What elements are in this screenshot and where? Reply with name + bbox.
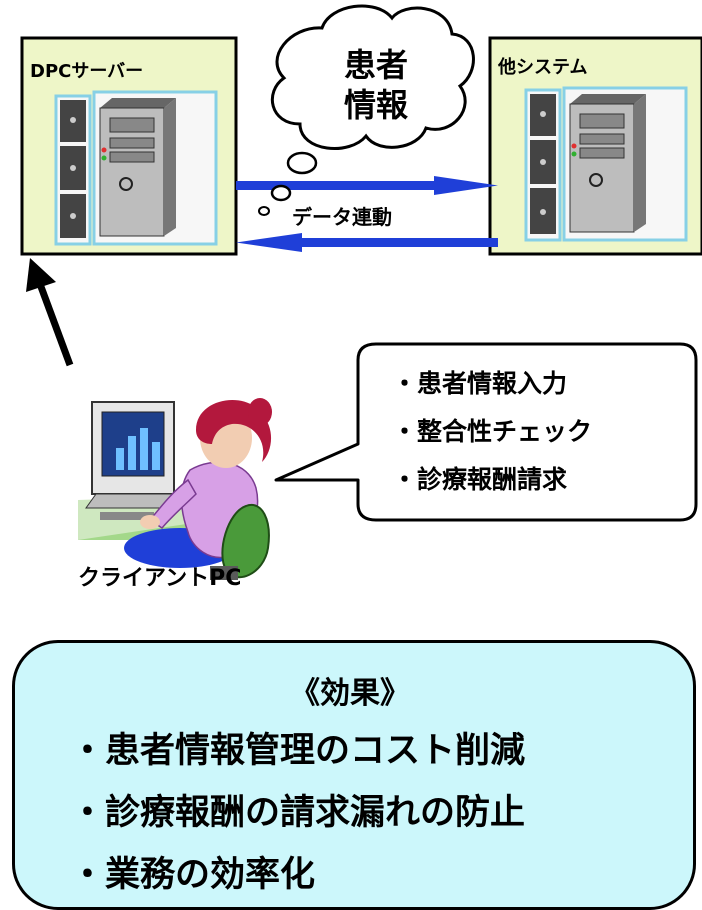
- effect-item: ・業務の効率化: [70, 855, 316, 895]
- server-icon: [54, 90, 218, 246]
- cloud-text-line1: 患者: [344, 46, 409, 84]
- arrow-right-icon: [236, 176, 498, 195]
- speech-bubble: [274, 342, 698, 522]
- cloud-text-line2: 情報: [344, 86, 409, 124]
- server-icon: [524, 86, 688, 242]
- client-pc-label: クライアントPC: [78, 566, 242, 591]
- effect-item: ・患者情報管理のコスト削減: [70, 731, 526, 771]
- dpc-server-label: DPCサーバー: [30, 61, 144, 82]
- arrow-up-icon: [26, 258, 74, 367]
- data-link-label: データ連動: [292, 205, 392, 229]
- task-item: ・診療報酬請求: [392, 465, 568, 494]
- task-item: ・患者情報入力: [392, 369, 568, 398]
- arrow-left-icon: [236, 233, 498, 252]
- thought-cloud-icon: [258, 4, 475, 216]
- effects-panel: [12, 640, 696, 910]
- other-system-label: 他システム: [498, 57, 588, 78]
- effects-heading: 《効果》: [290, 676, 410, 711]
- task-item: ・整合性チェック: [392, 417, 593, 446]
- client-pc-icon: [78, 398, 272, 580]
- effect-item: ・診療報酬の請求漏れの防止: [70, 793, 526, 833]
